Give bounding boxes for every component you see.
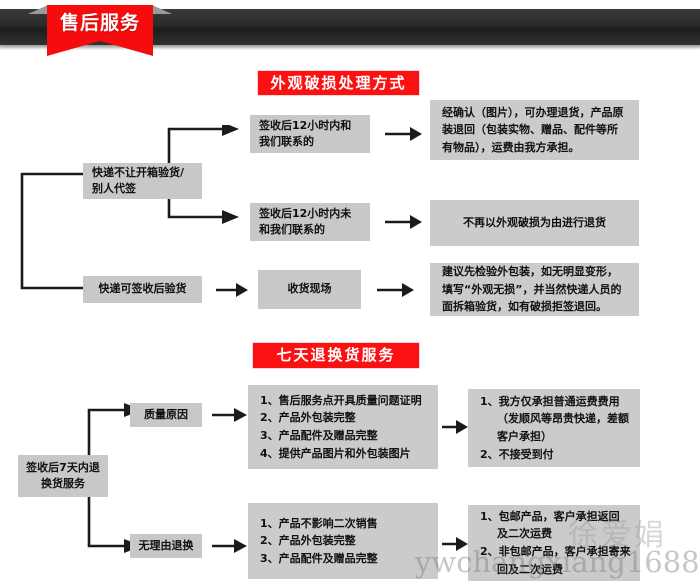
list-item: 1、包邮产品，客户承担返回 xyxy=(480,509,620,523)
arrow-row3b xyxy=(375,281,415,299)
list-item-sub: 回及二次运费 xyxy=(497,562,563,576)
result-inspect-packaging-advice: 建议先检验外包装，如无明显变形，填写“外观无损”，并当然快递人员的面拆箱验货，如… xyxy=(430,263,639,316)
connector-left-bracket-section1 xyxy=(18,128,88,293)
result-shipping-policy-no-reason: 1、包邮产品，客户承担返回 及二次运费 2、非包邮产品，客户承担寄来 回及二次运… xyxy=(468,505,640,581)
shipping-policy-quality-list: 1、我方仅承担普通运费费用 （发顺风等昂贵快递，差额 客户承担） 2、不接受到付 xyxy=(480,393,629,463)
node-not-contacted-within-12h: 签收后12小时内未和我们联系的 xyxy=(250,203,370,241)
list-item: 1、我方仅承担普通运费费用 xyxy=(480,394,620,408)
header-ribbon-title: 售后服务 xyxy=(47,5,153,41)
ribbon-wing-right xyxy=(152,5,172,14)
list-item: 1、产品不影响二次销售 xyxy=(260,516,378,530)
node-branch-quality-reason: 质量原因 xyxy=(130,403,202,427)
arrow-row1 xyxy=(383,125,423,143)
result-confirmed-return: 经确认（图片），可办理退货，产品原装退回（包装实物、赠品、配件等所有物品），运费… xyxy=(430,100,639,160)
result-no-damage-return: 不再以外观破损为由进行退货 xyxy=(430,200,639,246)
shipping-policy-no-reason-list: 1、包邮产品，客户承担返回 及二次运费 2、非包邮产品，客户承担寄来 回及二次运… xyxy=(480,508,631,578)
node-source-no-inspection: 快递不让开箱验货/别人代签 xyxy=(83,163,202,199)
node-seven-day-return-source: 签收后7天内退换货服务 xyxy=(18,455,108,497)
watermark-site-url: ywchangxiang1688.com xyxy=(415,545,700,579)
list-item: 2、不接受到付 xyxy=(480,447,554,461)
list-item: 3、产品配件及赠品完整 xyxy=(260,551,378,565)
conditions-no-reason-return: 1、产品不影响二次销售 2、产品外包装完整 3、产品配件及赠品完整 xyxy=(248,503,438,579)
arrow-quality-to-conditions xyxy=(210,406,248,424)
list-item: 2、产品外包装完整 xyxy=(260,534,356,548)
node-receiving-scene: 收货现场 xyxy=(258,270,361,309)
list-item: 4、提供产品图片和外包装图片 xyxy=(260,446,411,460)
arrow-row3a xyxy=(215,281,249,299)
ribbon-tail xyxy=(47,41,153,56)
list-item: 2、非包邮产品，客户承担寄来 xyxy=(480,545,631,558)
list-item: 2、产品外包装完整 xyxy=(260,411,356,425)
header-shadow-line xyxy=(0,45,700,50)
list-item-sub: （发顺风等昂贵快递，差额 xyxy=(497,412,629,426)
watermark-author-name: 徐爱娟 xyxy=(568,518,667,553)
arrow-conditions-to-shipping-2 xyxy=(441,535,469,553)
node-contacted-within-12h: 签收后12小时内和我们联系的 xyxy=(250,115,370,153)
arrow-row2 xyxy=(383,213,423,231)
list-item: 3、产品配件及赠品完整 xyxy=(260,429,378,442)
result-shipping-policy-quality: 1、我方仅承担普通运费费用 （发顺风等昂贵快递，差额 客户承担） 2、不接受到付 xyxy=(468,389,640,467)
section-title-seven-day-return: 七天退换货服务 xyxy=(252,342,420,369)
conditions-quality-list: 1、售后服务点开具质量问题证明 2、产品外包装完整 3、产品配件及赠品完整 4、… xyxy=(260,392,422,462)
conditions-quality-reason: 1、售后服务点开具质量问题证明 2、产品外包装完整 3、产品配件及赠品完整 4、… xyxy=(248,385,438,469)
page-header: 售后服务 xyxy=(0,0,700,58)
node-source-can-inspect: 快递可签收后验货 xyxy=(83,276,202,303)
section-title-appearance-damage: 外观破损处理方式 xyxy=(257,70,420,96)
conditions-no-reason-list: 1、产品不影响二次销售 2、产品外包装完整 3、产品配件及赠品完整 xyxy=(260,515,378,568)
node-seven-day-return-source-label: 签收后7天内退换货服务 xyxy=(26,460,100,491)
list-item-sub: 客户承担） xyxy=(497,430,552,443)
arrow-no-reason-to-conditions xyxy=(210,537,248,555)
arrow-conditions-to-shipping-1 xyxy=(441,418,469,436)
list-item-sub: 及二次运费 xyxy=(497,527,552,541)
ribbon-wing-left xyxy=(28,5,48,14)
node-branch-no-reason-return: 无理由退换 xyxy=(130,534,202,558)
list-item: 1、售后服务点开具质量问题证明 xyxy=(260,393,422,407)
